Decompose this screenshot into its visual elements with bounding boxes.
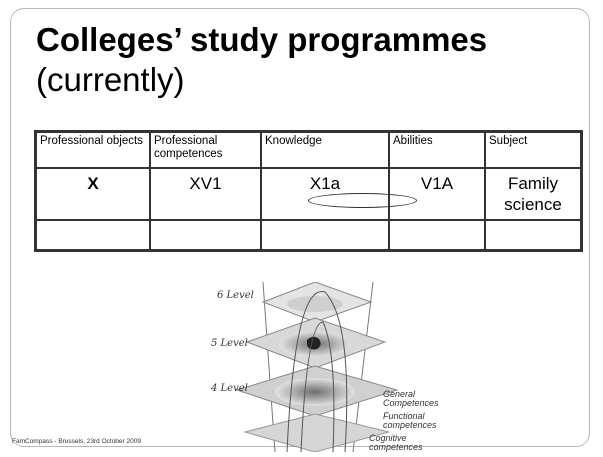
table-cell: Family science xyxy=(485,168,581,220)
level-label: 6 Level xyxy=(217,290,254,301)
link-oval xyxy=(308,193,417,208)
funnel-line xyxy=(262,281,276,453)
table-cell: XV1 xyxy=(150,168,261,220)
table-cell: V1A xyxy=(389,168,485,220)
table-cell xyxy=(261,220,389,250)
table-header-row: Professional objects Professional compet… xyxy=(36,132,581,168)
header-cell: Abilities xyxy=(389,132,485,168)
level-label: 4 Level xyxy=(211,383,248,394)
header-cell: Subject xyxy=(485,132,581,168)
table-cell xyxy=(389,220,485,250)
table-cell xyxy=(150,220,261,250)
competence-levels-figure: 6 Level 5 Level 4 Level General Competen… xyxy=(175,281,439,453)
functional-competences-label: Functional competences xyxy=(383,411,437,430)
table-row xyxy=(36,220,581,250)
level-label: 5 Level xyxy=(211,338,248,349)
cognitive-competences-label: Cognitive competences xyxy=(369,433,423,452)
level-disc xyxy=(287,296,343,312)
table-row: X XV1 X1a V1A Family science xyxy=(36,168,581,220)
table-cell: X xyxy=(36,168,150,220)
level-plane xyxy=(243,413,390,453)
header-cell: Knowledge xyxy=(261,132,389,168)
competence-table: Professional objects Professional compet… xyxy=(34,130,583,252)
competence-arc xyxy=(300,321,335,453)
slide-title: Colleges’ study programmes (currently) xyxy=(36,20,576,100)
header-cell: Professional competences xyxy=(150,132,261,168)
table-cell xyxy=(485,220,581,250)
table-cell xyxy=(36,220,150,250)
title-bold: Colleges’ study programmes xyxy=(36,21,488,58)
header-cell: Professional objects xyxy=(36,132,150,168)
levels-diagram xyxy=(235,281,399,453)
level-disc xyxy=(275,378,355,406)
slide-footer: FamCompass - Brussels, 23rd October 2009 xyxy=(12,438,141,445)
title-rest: (currently) xyxy=(36,61,185,98)
general-competences-label: General Competences xyxy=(383,389,439,408)
competence-arc xyxy=(286,290,348,453)
core-blob xyxy=(307,336,321,350)
